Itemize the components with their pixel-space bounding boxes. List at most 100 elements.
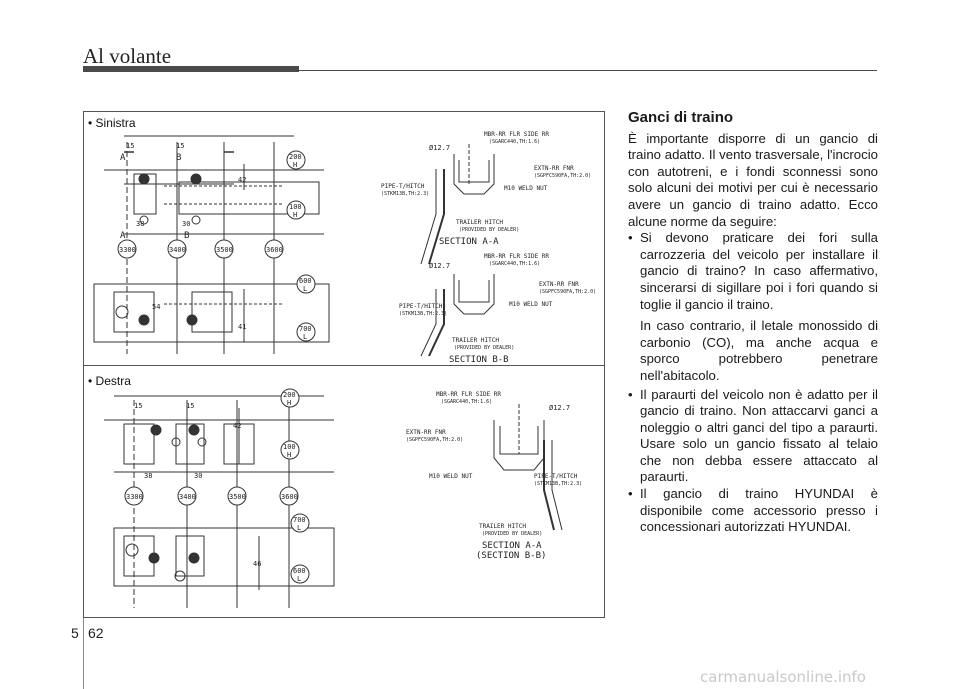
marker-b-top: B (176, 153, 181, 163)
grid-circle-label: 3300 (126, 493, 143, 501)
tow-hitch-figure: • Sinistra (83, 111, 605, 618)
side-circle-letter: L (303, 333, 307, 341)
grid-circle-label: 3600 (266, 246, 283, 254)
section-top-sub: (SGARC440,TH:1.6) (441, 399, 492, 405)
side-circle-num: 600 (293, 567, 306, 575)
figure-divider (84, 365, 604, 366)
grid-circle-label: 3500 (216, 246, 233, 254)
section-a-dia: Ø12.7 (429, 144, 450, 152)
side-circle-num: 200 (289, 153, 302, 161)
section-b-nut-label: M10 WELD NUT (509, 301, 553, 308)
section-hitch-sub: (PROVIDED BY DEALER) (482, 531, 542, 537)
side-circle-num: 100 (289, 203, 302, 211)
section-top-label: MBR-RR FLR SIDE RR (436, 391, 501, 398)
section-left-label: EXTN-RR FNR (406, 429, 446, 436)
grid-circles-bottom: 3300 3400 3500 3600 (124, 486, 299, 506)
section-a-top-label: MBR-RR FLR SIDE RR (484, 131, 549, 138)
section-b-dia: Ø12.7 (429, 262, 450, 270)
chapter-number: 5 (71, 625, 79, 641)
section-b-hitch-label: TRAILER HITCH (452, 337, 499, 344)
panel-label-left-side: • Sinistra (88, 116, 136, 130)
grid-circle-label: 3400 (179, 493, 196, 501)
grid-circle-label: 3500 (229, 493, 246, 501)
footer-rule (83, 618, 84, 689)
section-a-right-sub: (SGPFC590FA,TH:2.0) (534, 173, 591, 179)
dim-46: 46 (253, 560, 261, 568)
list-item: Si devono praticare dei fori sulla carro… (628, 230, 878, 313)
section-b-top-sub: (SGARC440,TH:1.6) (489, 261, 540, 267)
header-bar (83, 66, 299, 72)
side-circle-letter: L (297, 524, 301, 532)
section-b-right-label: EXTN-RR FNR (539, 281, 579, 288)
section-a-right-label: EXTN-RR FNR (534, 165, 574, 172)
side-circles-top: 200 H 100 H 600 L 700 L (286, 150, 316, 342)
side-circles-bottom: 200 H 100 H 700 L 600 L (280, 388, 310, 584)
dim-38: 38 (144, 472, 152, 480)
side-circle-num: 200 (283, 391, 296, 399)
section-b-left-label: PIPE-T/HITCH (399, 303, 443, 310)
side-circle-letter: H (287, 451, 291, 459)
section-b-top-label: MBR-RR FLR SIDE RR (484, 253, 549, 260)
marker-a-bottom: A (120, 231, 126, 241)
dim-15-left: 15 (126, 142, 134, 150)
grid-circle-label: 3600 (281, 493, 298, 501)
dim-30: 30 (194, 472, 202, 480)
section-right-label: PIPE-T/HITCH (534, 473, 578, 480)
section-a-left-sub: (STKM13B,TH:2.3) (381, 191, 429, 197)
guideline-list-2: Il paraurti del veicolo non è adatto per… (628, 387, 878, 536)
left-side-drawing: 15 15 A B 38 30 A B 42 54 41 3300 3400 3… (84, 124, 604, 364)
grid-circles-top: 3300 3400 3500 3600 (117, 239, 284, 259)
dim-30: 30 (182, 220, 190, 228)
side-circle-letter: L (297, 575, 301, 583)
section-caption-2: (SECTION B-B) (476, 551, 546, 561)
intro-paragraph: È importante disporre di un gancio di tr… (628, 130, 878, 229)
dim-15-left: 15 (134, 402, 142, 410)
side-circle-num: 700 (299, 325, 312, 333)
guideline-list: Si devono praticare dei fori sulla carro… (628, 230, 878, 313)
section-caption-1: SECTION A-A (482, 541, 542, 551)
dim-54: 54 (152, 303, 160, 311)
list-item: Il paraurti del veicolo non è adatto per… (628, 387, 878, 487)
side-circle-num: 100 (283, 443, 296, 451)
section-a-hitch-label: TRAILER HITCH (456, 219, 503, 226)
header-title: Al volante (83, 44, 172, 68)
section-left-sub: (SGPFC590FA,TH:2.0) (406, 437, 463, 443)
section-b-caption: SECTION B-B (449, 355, 509, 364)
dim-42: 42 (233, 422, 241, 430)
marker-a-top: A (120, 153, 126, 163)
right-side-drawing: 15 15 38 30 42 46 3300 3400 3500 3600 20… (84, 380, 604, 616)
section-b-right-sub: (SGPFC590FA,TH:2.0) (539, 289, 596, 295)
text-column: Ganci di traino È importante disporre di… (628, 109, 878, 536)
side-circle-letter: H (293, 161, 297, 169)
side-circle-letter: L (303, 285, 307, 293)
side-circle-num: 700 (293, 516, 306, 524)
dim-41: 41 (238, 323, 246, 331)
section-nut-label: M10 WELD NUT (429, 473, 473, 480)
grid-circle-label: 3400 (169, 246, 186, 254)
section-dia: Ø12.7 (549, 404, 570, 412)
dim-42: 42 (238, 176, 246, 184)
list-item: Il gancio di traino HYUNDAI è disponibil… (628, 486, 878, 536)
section-a-caption: SECTION A-A (439, 237, 499, 247)
continuation-paragraph: In caso contrario, il letale monossido d… (640, 318, 878, 383)
section-a-left-label: PIPE-T/HITCH (381, 183, 425, 190)
section-heading: Ganci di traino (628, 109, 734, 126)
side-circle-letter: H (287, 399, 291, 407)
side-circle-letter: H (293, 211, 297, 219)
dim-15-right: 15 (186, 402, 194, 410)
section-right-sub: (STKM13B,TH:2.3) (534, 481, 582, 487)
dim-38: 38 (136, 220, 144, 228)
section-hitch-label: TRAILER HITCH (479, 523, 526, 530)
header-rule (299, 70, 877, 71)
section-b-left-sub: (STKM13B,TH:2.3) (399, 311, 447, 317)
side-circle-num: 600 (299, 277, 312, 285)
panel-label-right-side: • Destra (88, 374, 131, 388)
page-number: 62 (88, 625, 104, 641)
watermark: carmanualsonline.info (700, 668, 866, 686)
section-b-hitch-sub: (PROVIDED BY DEALER) (454, 345, 514, 351)
section-a-top-sub: (SGARC440,TH:1.6) (489, 139, 540, 145)
section-a-nut-label: M10 WELD NUT (504, 185, 548, 192)
marker-b-bottom: B (184, 231, 189, 241)
dim-15-right: 15 (176, 142, 184, 150)
section-a-hitch-sub: (PROVIDED BY DEALER) (459, 227, 519, 233)
